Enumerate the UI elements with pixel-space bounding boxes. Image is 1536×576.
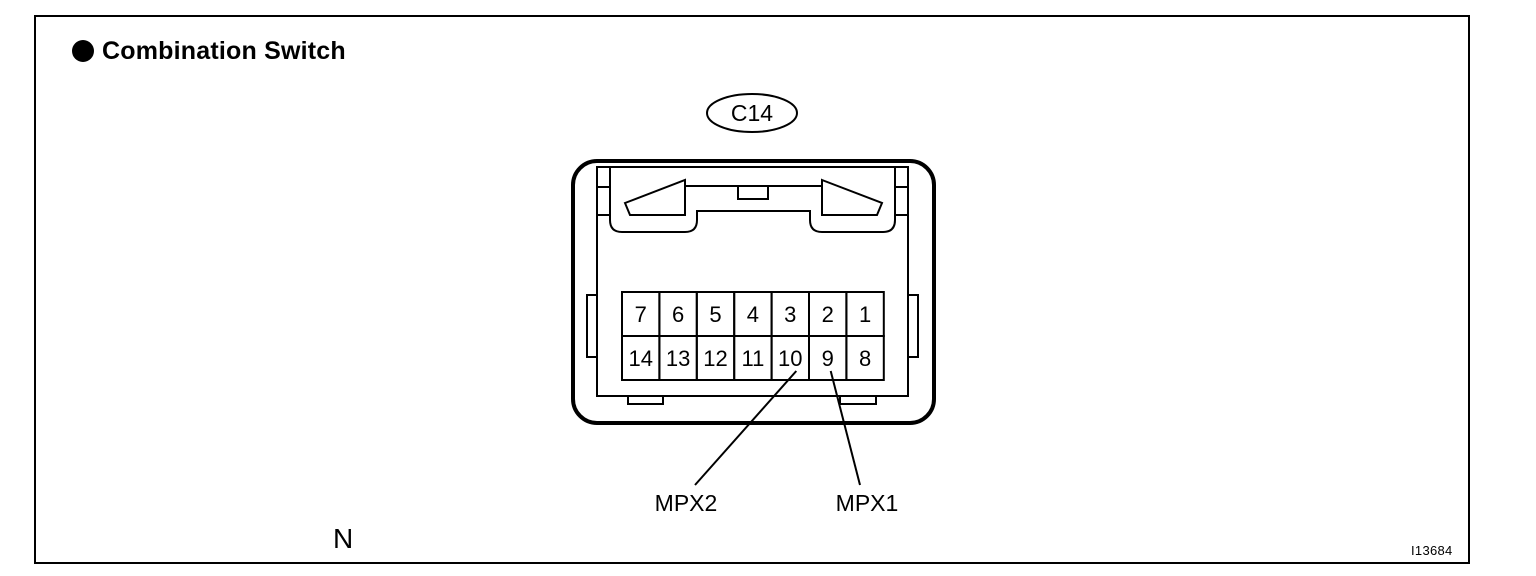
diagram-title: Combination Switch xyxy=(102,36,346,65)
pin-number-3: 3 xyxy=(784,302,796,327)
connector-housing-inner xyxy=(596,166,909,397)
bullet-icon xyxy=(72,40,94,62)
diagram-frame xyxy=(34,15,1470,564)
connector-code: C14 xyxy=(730,99,774,126)
pin-number-14: 14 xyxy=(628,346,652,371)
pin-number-1: 1 xyxy=(859,302,871,327)
connector-latch-key xyxy=(737,185,769,200)
figure-id: I13684 xyxy=(1411,543,1453,558)
pin-number-8: 8 xyxy=(859,346,871,371)
pin-cell-8 xyxy=(845,335,885,381)
callout-label-mpx1: MPX1 xyxy=(836,490,899,516)
connector-code-ellipse xyxy=(706,93,798,133)
pin-number-9: 9 xyxy=(822,346,834,371)
housing-side-tab-left xyxy=(586,294,598,358)
connector-latch-outline xyxy=(609,167,896,233)
callout-label-mpx2: MPX2 xyxy=(655,490,718,516)
housing-bottom-lip-right xyxy=(839,396,877,405)
pin-number-2: 2 xyxy=(822,302,834,327)
orientation-mark: N xyxy=(333,523,354,554)
pin-number-5: 5 xyxy=(709,302,721,327)
pin-number-11: 11 xyxy=(741,346,764,371)
callout-leader-pin-10 xyxy=(694,370,798,486)
housing-side-tab-right xyxy=(907,294,919,358)
pin-number-13: 13 xyxy=(666,346,690,371)
callout-lines xyxy=(694,370,861,486)
connector-latch-wedge-left xyxy=(623,178,686,216)
pin-number-6: 6 xyxy=(672,302,684,327)
pin-number-7: 7 xyxy=(635,302,647,327)
callout-leader-pin-9 xyxy=(829,370,861,486)
pin-number-4: 4 xyxy=(747,302,759,327)
pin-number-12: 12 xyxy=(703,346,727,371)
title-block: Combination Switch xyxy=(72,36,346,66)
housing-bottom-lip-left xyxy=(627,396,664,405)
connector-housing-outer xyxy=(571,159,936,425)
connector-latch-wedge-right xyxy=(821,178,884,216)
pin-number-10: 10 xyxy=(778,346,802,371)
